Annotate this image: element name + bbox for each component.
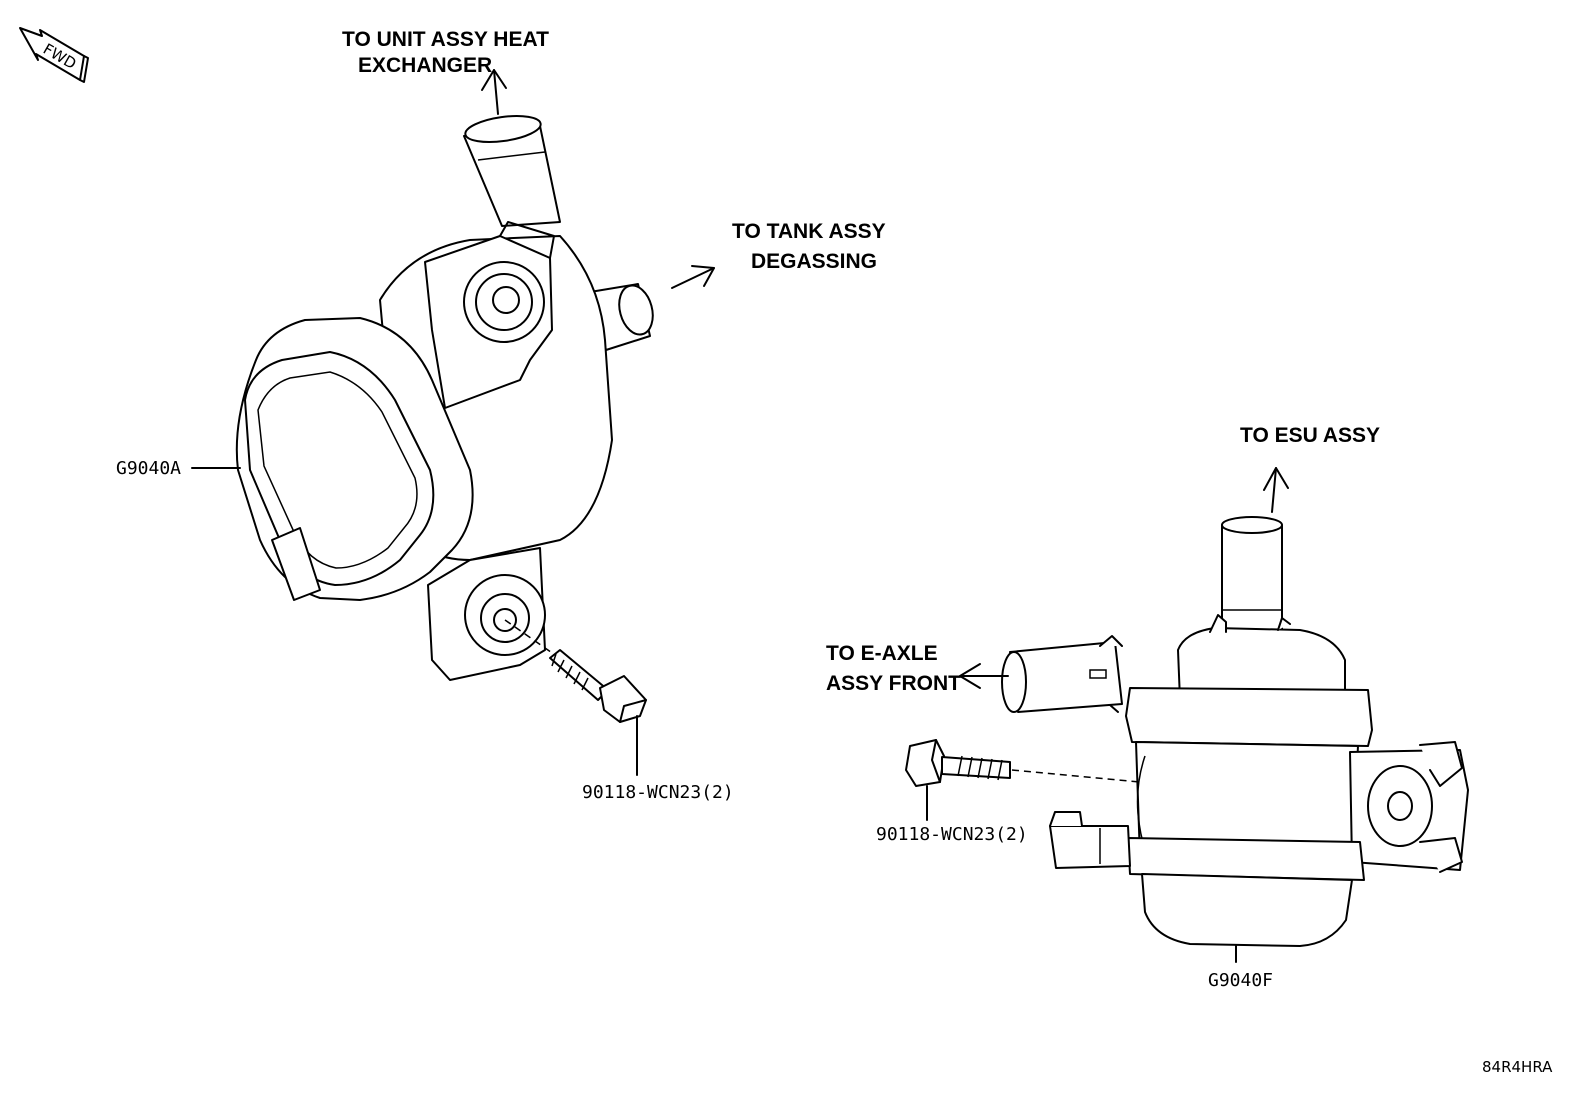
callout-tank-degassing-line2: DEGASSING bbox=[751, 250, 877, 273]
part-number-g9040a: G9040A bbox=[116, 458, 181, 479]
bolt-alignment-line-a bbox=[504, 619, 556, 656]
water-pump-g9040a bbox=[235, 114, 654, 723]
callout-tank-degassing-line1: TO TANK ASSY bbox=[732, 220, 886, 243]
callout-heat-exchanger-line2: EXCHANGER bbox=[358, 54, 492, 77]
bolt-alignment-line-f bbox=[1011, 769, 1141, 783]
illustration-code: 84R4HRA bbox=[1482, 1058, 1553, 1076]
fwd-arrow-icon: FWD bbox=[19, 27, 89, 83]
part-number-bolt-f: 90118-WCN23(2) bbox=[876, 824, 1028, 845]
flow-arrow-esu-icon bbox=[1263, 467, 1289, 513]
callout-e-axle-line2: ASSY FRONT bbox=[826, 672, 961, 695]
part-number-bolt-a: 90118-WCN23(2) bbox=[582, 782, 734, 803]
flow-arrow-heat-exchanger-icon bbox=[481, 69, 507, 115]
water-pump-g9040f bbox=[905, 516, 1469, 947]
callout-e-axle-line1: TO E-AXLE bbox=[826, 642, 938, 665]
part-number-g9040f: G9040F bbox=[1208, 970, 1273, 991]
callout-esu-assy: TO ESU ASSY bbox=[1240, 424, 1380, 447]
callout-heat-exchanger-line1: TO UNIT ASSY HEAT bbox=[342, 28, 549, 51]
flow-arrow-e-axle-icon bbox=[959, 663, 1009, 689]
flow-arrow-tank-degassing-icon bbox=[671, 265, 715, 289]
